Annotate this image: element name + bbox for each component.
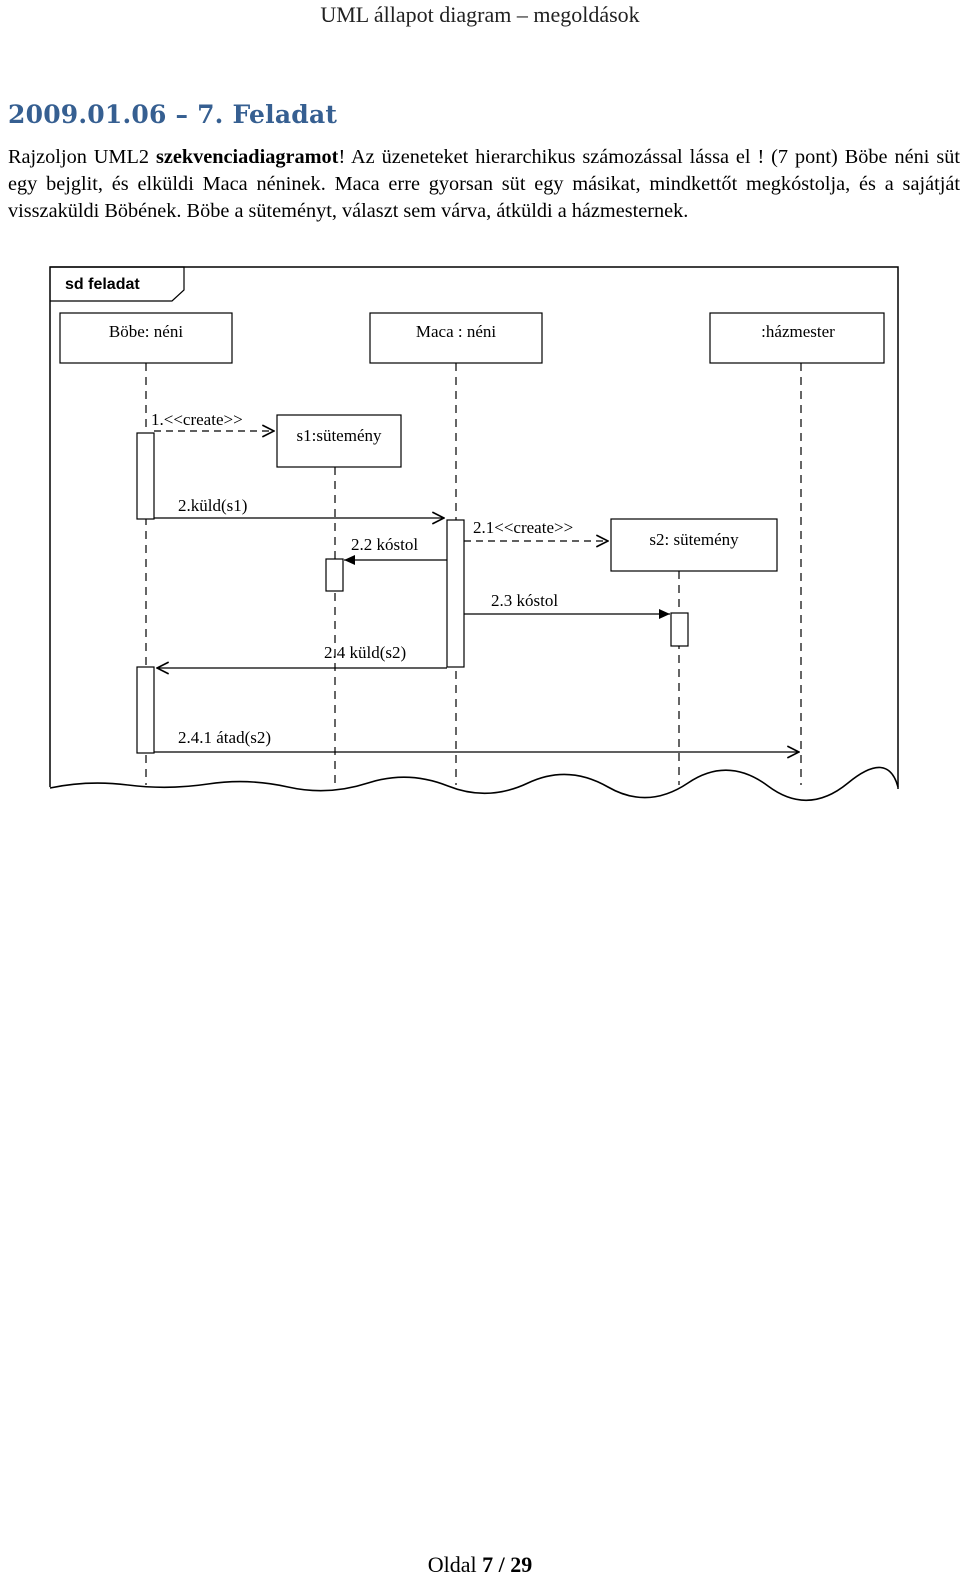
page-header: UML állapot diagram – megoldások bbox=[320, 2, 640, 27]
task-text-start: Rajzoljon UML2 bbox=[8, 146, 156, 168]
lifelines bbox=[145, 363, 802, 785]
lifeline-label-maca: Maca : néni bbox=[416, 322, 497, 341]
diagram-frame: sd feladat bbox=[49, 266, 899, 802]
object-label-s2: s2: sütemény bbox=[649, 530, 739, 549]
lifeline-head-maca bbox=[369, 312, 543, 364]
lifeline-head-hazmester bbox=[709, 312, 885, 364]
message-label-2: 2.küld(s1) bbox=[178, 496, 247, 515]
page-footer: Oldal 7 / 29 bbox=[0, 1552, 960, 1578]
page-total: 29 bbox=[510, 1552, 533, 1577]
activation-bobe-2 bbox=[136, 666, 155, 754]
sequence-diagram-svg: sd feladat Böbe: néni Maca : néni :házme… bbox=[49, 266, 899, 802]
sequence-diagram: sd feladat Böbe: néni Maca : néni :házme… bbox=[48, 265, 908, 805]
lifeline-label-bobe: Böbe: néni bbox=[109, 322, 183, 341]
section-heading: 2009.01.06 – 7. Feladat bbox=[8, 100, 338, 129]
activation-s2 bbox=[670, 612, 689, 647]
object-box-s1 bbox=[276, 414, 402, 468]
object-box-s2 bbox=[610, 518, 778, 572]
task-text-rest: ! Az üzeneteket hierarchikus számozással… bbox=[8, 146, 960, 222]
page-prefix: Oldal bbox=[427, 1552, 483, 1577]
message-label-2-2: 2.2 kóstol bbox=[351, 535, 418, 554]
object-label-s1: s1:sütemény bbox=[297, 426, 382, 445]
message-label-1: 1.<<create>> bbox=[151, 410, 243, 429]
activation-maca bbox=[446, 519, 465, 668]
message-label-2-1: 2.1<<create>> bbox=[473, 518, 573, 537]
message-label-2-4-1: 2.4.1 átad(s2) bbox=[178, 728, 271, 747]
page-separator: / bbox=[493, 1552, 511, 1577]
task-paragraph: Rajzoljon UML2 szekvenciadiagramot! Az ü… bbox=[8, 144, 960, 225]
frame-title: sd feladat bbox=[65, 276, 140, 293]
activation-s1 bbox=[325, 558, 344, 592]
lifeline-label-hazmester: :házmester bbox=[761, 322, 835, 341]
message-label-2-3: 2.3 kóstol bbox=[491, 591, 558, 610]
message-label-2-4: 2.4 küld(s2) bbox=[324, 643, 406, 662]
activation-bobe-1 bbox=[136, 432, 155, 520]
page-number: 7 bbox=[482, 1552, 494, 1577]
task-text-bold: szekvenciadiagramot bbox=[155, 146, 339, 168]
